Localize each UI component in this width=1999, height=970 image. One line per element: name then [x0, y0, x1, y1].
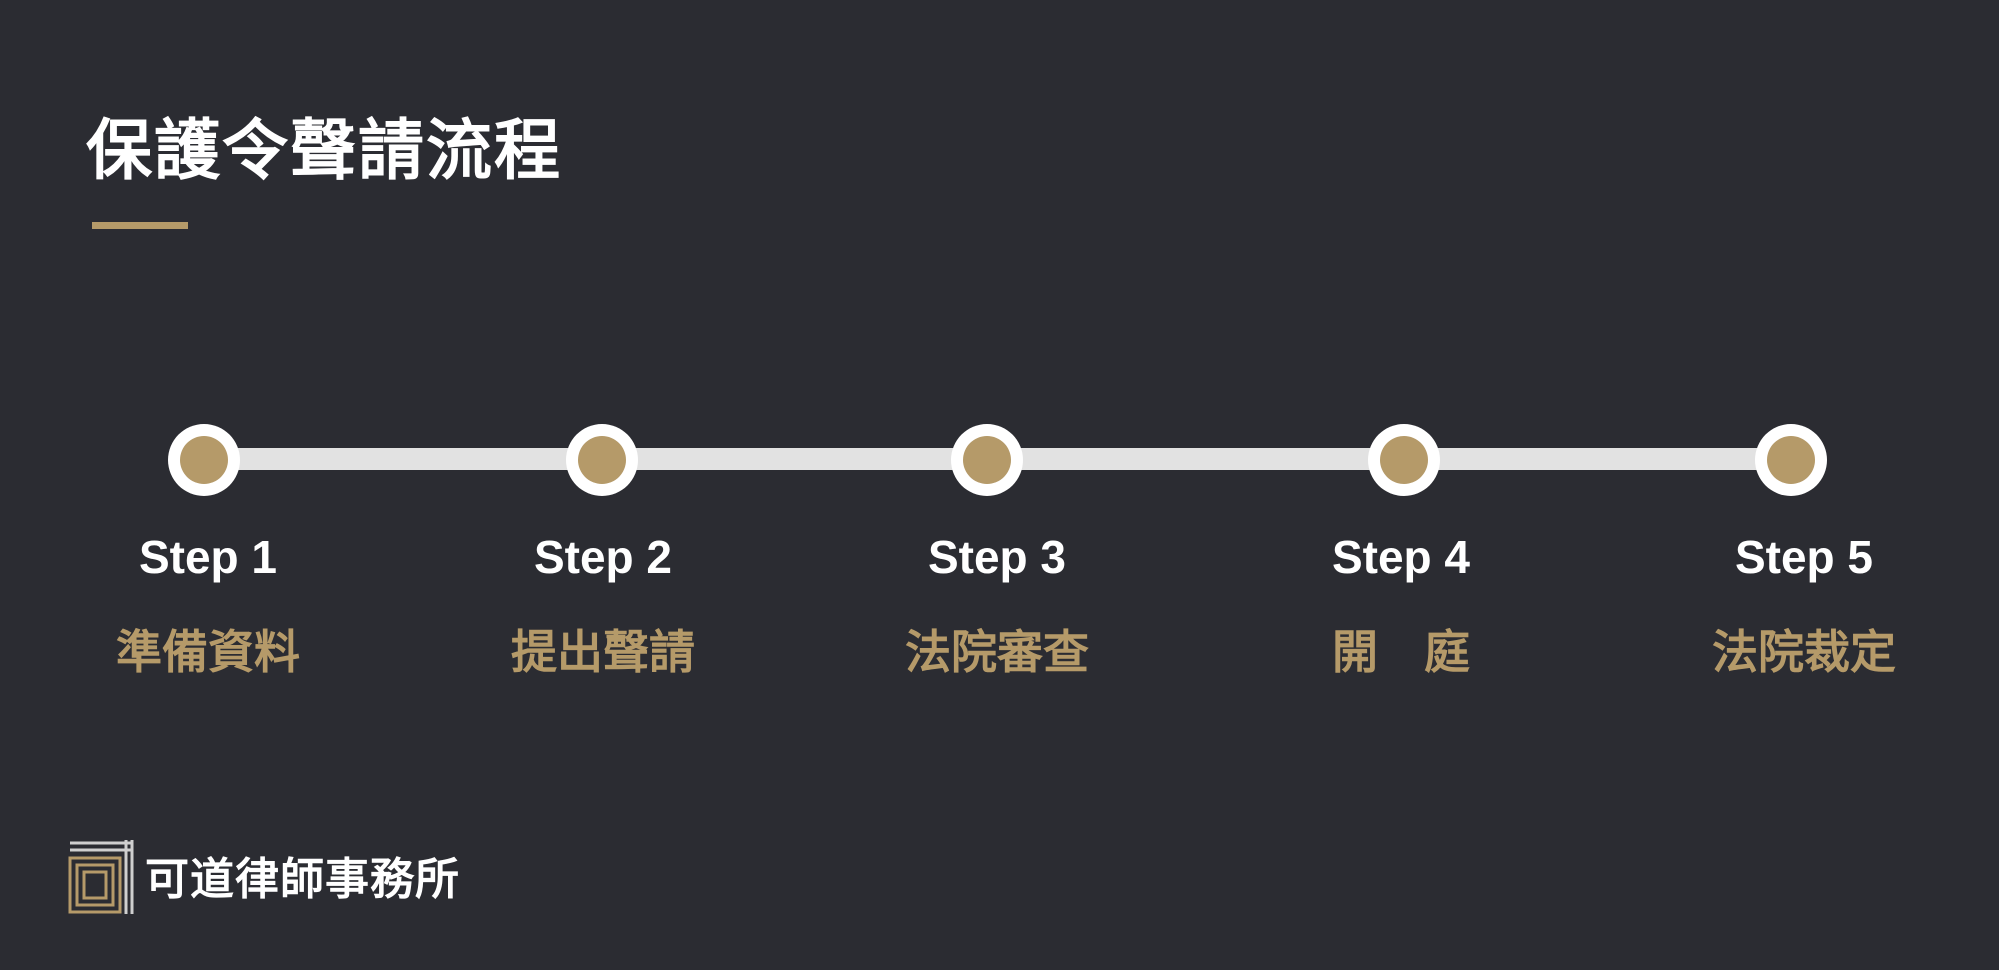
step-node-dot [963, 436, 1011, 484]
step-desc-3: 法院審查 [905, 625, 1089, 679]
step-node-4 [1368, 424, 1440, 496]
page-title: 保護令聲請流程 [86, 112, 562, 189]
step-label-1: Step 1 [138, 531, 278, 583]
step-desc-2: 提出聲請 [511, 625, 695, 679]
step-node-2 [566, 424, 638, 496]
step-desc-1: 準備資料 [116, 625, 300, 679]
step-label-2: Step 2 [533, 531, 673, 583]
step-node-dot [180, 436, 228, 484]
firm-logo-icon [68, 840, 134, 914]
step-desc-4: 開 庭 [1332, 625, 1470, 679]
step-node-dot [1767, 436, 1815, 484]
step-node-dot [578, 436, 626, 484]
firm-name: 可道律師事務所 [145, 854, 460, 905]
title-underline [92, 222, 188, 229]
step-node-1 [168, 424, 240, 496]
step-node-5 [1755, 424, 1827, 496]
step-node-3 [951, 424, 1023, 496]
step-node-dot [1380, 436, 1428, 484]
step-label-3: Step 3 [927, 531, 1067, 583]
step-desc-5: 法院裁定 [1712, 625, 1896, 679]
step-label-5: Step 5 [1734, 531, 1874, 583]
step-label-4: Step 4 [1331, 531, 1471, 583]
